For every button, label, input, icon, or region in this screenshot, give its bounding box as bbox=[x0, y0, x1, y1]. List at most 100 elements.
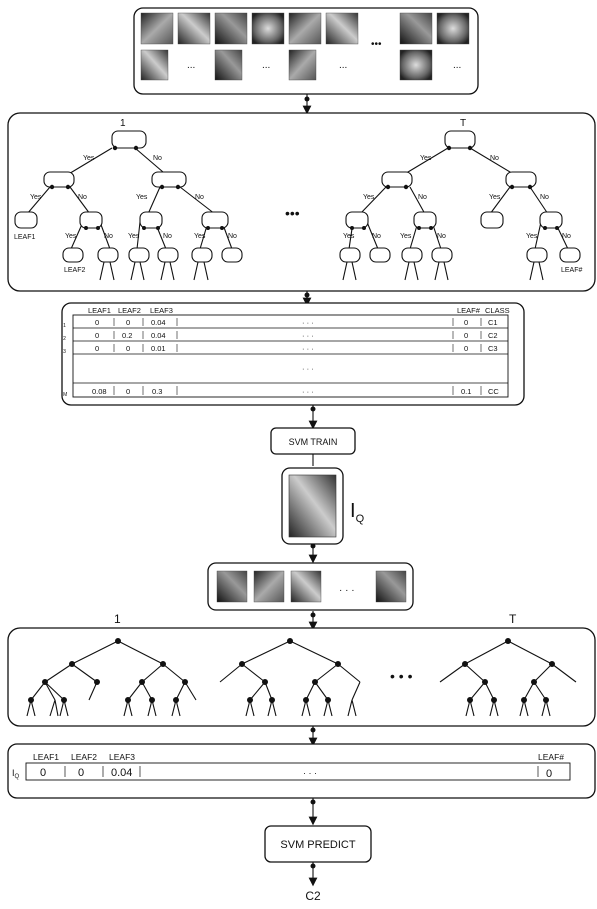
table-row: I2 0 0.2 0.04 · · · 0 C2 bbox=[61, 331, 498, 342]
decision-tree-1 bbox=[26, 638, 197, 717]
table-cell: · · · bbox=[302, 331, 314, 340]
column-header: LEAF1 bbox=[88, 306, 111, 315]
row-label-sub: 1 bbox=[63, 323, 66, 329]
edge-label-no: No bbox=[437, 233, 446, 240]
column-header: LEAF3 bbox=[150, 306, 173, 315]
row-label: I bbox=[12, 768, 15, 778]
table-cell: 0.04 bbox=[151, 331, 166, 340]
edge-label-no: No bbox=[562, 233, 571, 240]
column-header: LEAF3 bbox=[109, 752, 135, 762]
table-cell: 0 bbox=[95, 318, 99, 327]
row-label-sub: M bbox=[63, 392, 67, 398]
tree-label-last: T bbox=[460, 118, 466, 129]
row-label-sub: 2 bbox=[63, 336, 66, 342]
forest-panel: 1 T ••• bbox=[7, 112, 596, 292]
edge-label-yes: Yes bbox=[128, 233, 140, 240]
connector-arrows bbox=[302, 94, 318, 887]
table-cell: 0.08 bbox=[92, 387, 107, 396]
training-images-panel: ••• ... ... ... ... bbox=[133, 7, 479, 95]
edge-label-no: No bbox=[418, 194, 427, 201]
svg-text:IQ: IQ bbox=[350, 500, 365, 525]
svg-text:I1: I1 bbox=[61, 318, 66, 329]
edge-label-no: No bbox=[490, 155, 499, 162]
table-cell: 0.1 bbox=[461, 387, 471, 396]
tree-label-first: 1 bbox=[120, 118, 126, 129]
table-row: I3 0 0 0.01 · · · 0 C3 bbox=[61, 344, 498, 355]
table-cell: 0 bbox=[95, 344, 99, 353]
edge-label-yes: Yes bbox=[136, 194, 148, 201]
patch-thumbnail bbox=[290, 570, 322, 603]
edge-label-yes: Yes bbox=[194, 233, 206, 240]
row-label-sub: 3 bbox=[63, 349, 66, 355]
table-cell: 0 bbox=[78, 767, 84, 779]
table-cell: 0 bbox=[126, 387, 130, 396]
table-cell: 0 bbox=[546, 768, 552, 780]
predicted-class: C2 bbox=[305, 889, 321, 903]
table-cell: 0.2 bbox=[122, 331, 132, 340]
edge-label-no: No bbox=[163, 233, 172, 240]
xray-thumbnail bbox=[214, 12, 248, 45]
column-header: LEAF# bbox=[538, 752, 564, 762]
edge-label-yes: Yes bbox=[400, 233, 412, 240]
svm-predict-label: SVM PREDICT bbox=[280, 839, 355, 851]
column-header: LEAF# bbox=[457, 306, 481, 315]
row-dots: ... bbox=[262, 60, 270, 71]
svm-train-label: SVM TRAIN bbox=[289, 437, 338, 447]
row-label: I bbox=[61, 344, 63, 353]
edge-label-no: No bbox=[78, 194, 87, 201]
edge-label-no: No bbox=[372, 233, 381, 240]
table-row: IQ 0 0 0.04 · · · 0 bbox=[12, 767, 552, 780]
patch-thumbnail bbox=[375, 570, 407, 603]
table-cell: C2 bbox=[488, 331, 498, 340]
svg-text:IQ: IQ bbox=[12, 768, 20, 780]
decision-tree-1: Yes No Yes No Yes No Yes No Yes No Yes N… bbox=[14, 130, 243, 281]
svg-text:IM: IM bbox=[61, 387, 67, 398]
edge-label-yes: Yes bbox=[420, 155, 432, 162]
table-cell: 0.3 bbox=[152, 387, 162, 396]
svg-text:I3: I3 bbox=[61, 344, 66, 355]
svm-train-box: SVM TRAIN bbox=[270, 427, 356, 455]
column-header: LEAF1 bbox=[33, 752, 59, 762]
row-dots: ... bbox=[453, 60, 461, 71]
edge-label-yes: Yes bbox=[65, 233, 77, 240]
table-cell: C3 bbox=[488, 344, 498, 353]
xray-thumbnail bbox=[214, 49, 243, 81]
thumbnails-ellipsis: ••• bbox=[371, 39, 382, 50]
query-image-panel: IQ bbox=[281, 467, 365, 545]
query-patches-panel: · · · bbox=[207, 562, 414, 611]
xray-thumbnail bbox=[399, 49, 433, 81]
table-cell: 0 bbox=[464, 344, 468, 353]
row-label-sub: Q bbox=[15, 774, 20, 780]
leaf-label-1: LEAF1 bbox=[14, 234, 36, 241]
table-cell: 0 bbox=[126, 318, 130, 327]
table-cell: · · · bbox=[302, 344, 314, 353]
svm-predict-box: SVM PREDICT bbox=[264, 825, 372, 863]
xray-thumbnail bbox=[251, 12, 285, 45]
table-cell: 0 bbox=[95, 331, 99, 340]
rows-ellipsis: · · · bbox=[302, 364, 314, 373]
column-header: CLASS bbox=[485, 306, 510, 315]
svg-text:I2: I2 bbox=[61, 331, 66, 342]
edge-label-yes: Yes bbox=[489, 194, 501, 201]
patch-thumbnail bbox=[253, 570, 285, 603]
edge-label-no: No bbox=[153, 155, 162, 162]
edge-label-no: No bbox=[104, 233, 113, 240]
xray-thumbnail bbox=[177, 12, 211, 45]
table-cell: 0 bbox=[126, 344, 130, 353]
table-cell: · · · bbox=[302, 387, 314, 396]
tree-label-last: T bbox=[509, 612, 517, 626]
xray-thumbnail bbox=[436, 12, 470, 45]
table-row: IM 0.08 0 0.3 · · · 0.1 CC bbox=[61, 387, 499, 398]
edge-label-yes: Yes bbox=[526, 233, 538, 240]
xray-thumbnail bbox=[399, 12, 433, 45]
column-header: LEAF2 bbox=[71, 752, 97, 762]
xray-thumbnail bbox=[140, 49, 169, 81]
edge-label-yes: Yes bbox=[343, 233, 355, 240]
row-label: I bbox=[61, 387, 63, 396]
xray-thumbnail bbox=[288, 49, 317, 81]
table-cell: C1 bbox=[488, 318, 498, 327]
query-label-sub: Q bbox=[356, 513, 365, 525]
column-header: LEAF2 bbox=[118, 306, 141, 315]
query-xray-image bbox=[288, 474, 337, 538]
